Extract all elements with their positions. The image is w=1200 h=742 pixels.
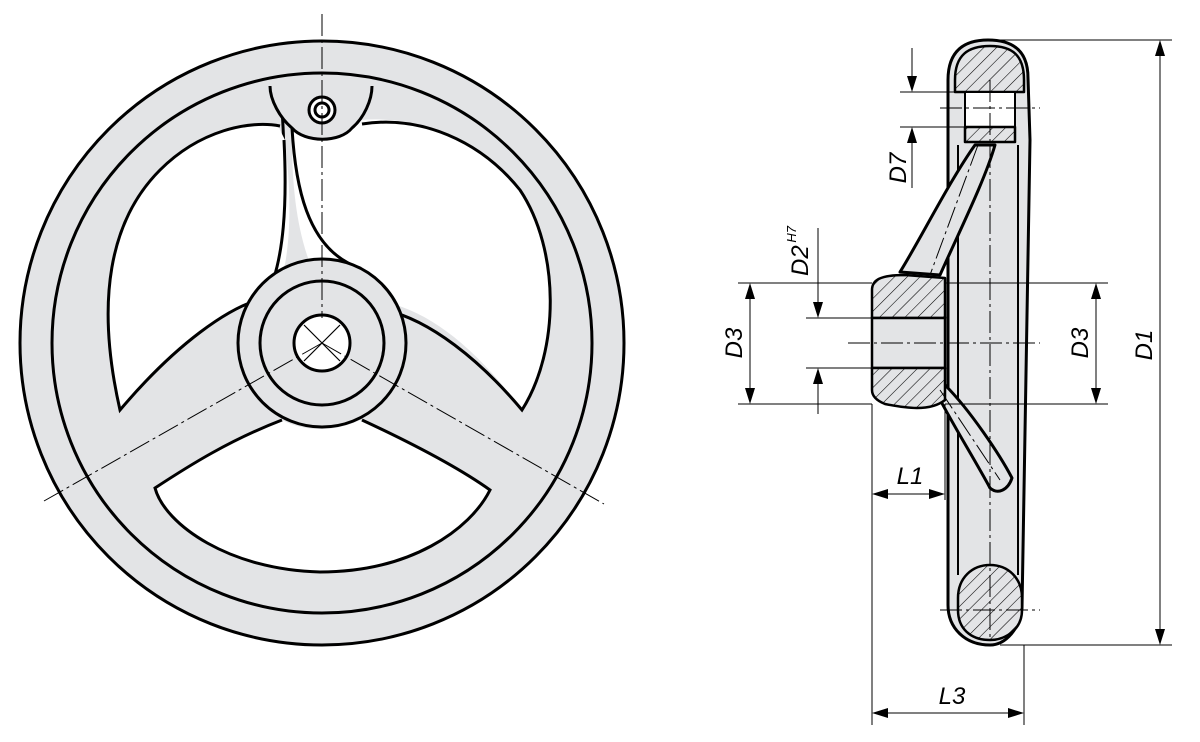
right-spoke-centerline — [321, 342, 605, 505]
left-spoke-centerline — [43, 342, 323, 502]
label-d7: D7 — [885, 151, 912, 183]
spoke-lower — [933, 383, 1014, 493]
label-d2: D2 — [787, 245, 814, 276]
window-left-outline — [106, 122, 287, 414]
window-right-outline — [290, 120, 552, 413]
label-l1: L1 — [897, 463, 924, 490]
rim-section-top — [953, 44, 1026, 94]
label-l3: L3 — [939, 683, 966, 710]
label-d1: D1 — [1131, 330, 1158, 361]
spoke-upper — [898, 143, 997, 277]
hub-section-top — [870, 273, 947, 320]
side-view: D1 D3 D3 D2 H7 D7 — [721, 38, 1172, 725]
hub-section-bottom — [870, 366, 947, 410]
front-view — [18, 14, 626, 647]
label-d2-tolerance: H7 — [784, 225, 799, 242]
label-d3-right: D3 — [1067, 327, 1094, 358]
window-bottom-outline — [153, 418, 492, 574]
label-d3-left: D3 — [721, 327, 748, 358]
